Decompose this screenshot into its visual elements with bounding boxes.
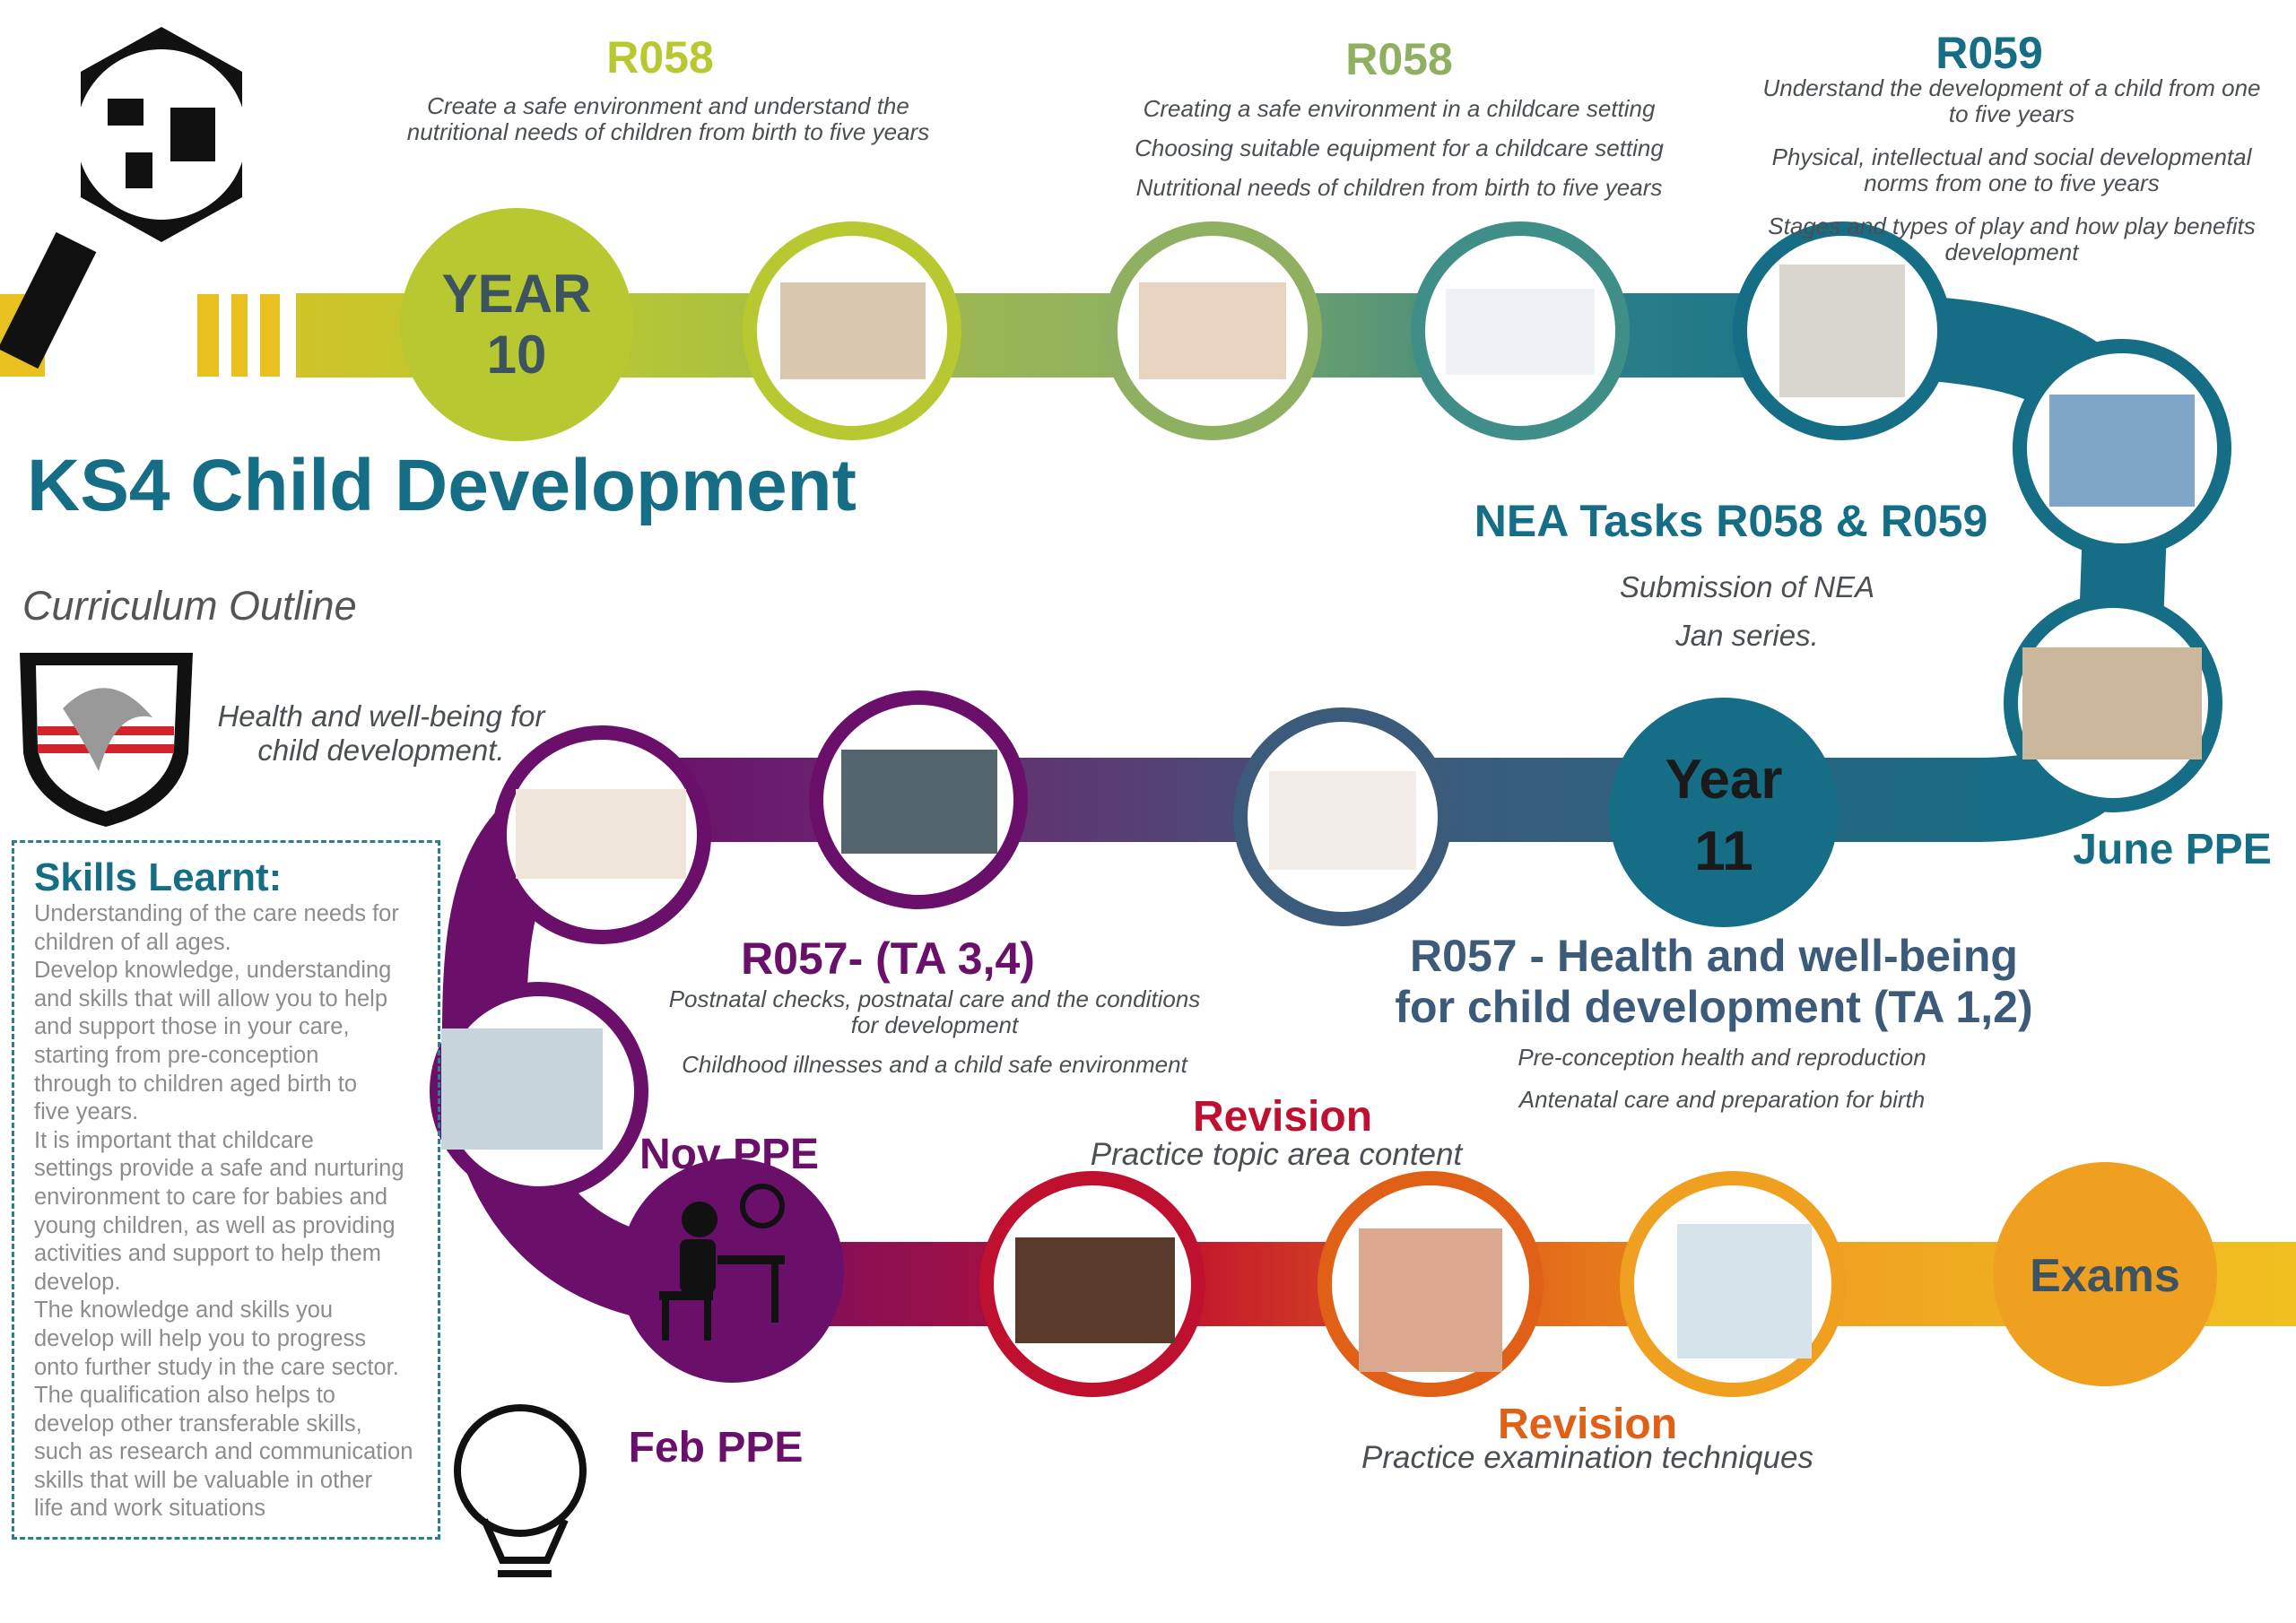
r057b-title: R057 - Health and well-being for child d… <box>1395 931 2032 1033</box>
year10-line1: YEAR <box>441 264 592 324</box>
exams-milestone <box>1993 1162 2217 1386</box>
photo-play-shop <box>1733 221 1952 440</box>
photo-child-eating <box>1103 221 1322 440</box>
desc-line: norms from one to five years <box>1864 169 2160 196</box>
nea-title: NEA Tasks R058 & R059 <box>1474 496 1988 546</box>
title-line: for child development (TA 1,2) <box>1395 982 2033 1032</box>
r058b-code: R058 <box>1345 34 1453 84</box>
skills-heading: Skills Learnt: <box>34 855 283 899</box>
student-desk-icon <box>659 1184 785 1341</box>
photo-pregnant-belly <box>1233 707 1452 926</box>
nov-ppe-label: Nov PPE <box>639 1131 820 1178</box>
year11-line2: 11 <box>1694 820 1753 882</box>
skills-body: Understanding of the care needs for chil… <box>34 901 413 1522</box>
feb-ppe-milestone <box>620 1159 844 1383</box>
desc-line: Childhood illnesses and a child safe env… <box>682 1051 1187 1078</box>
photo-pregnancy <box>979 1171 1205 1397</box>
school-shield-logo <box>20 653 193 827</box>
r059-code: R059 <box>1935 28 2043 78</box>
desc-line: Jan series. <box>1675 619 1819 652</box>
desc-line: to five years <box>1948 100 2075 127</box>
exams-label: Exams <box>2030 1250 2180 1302</box>
desc-line: Antenatal care and preparation for birth <box>1518 1086 1926 1113</box>
globe-magnifier-logo <box>0 27 247 369</box>
desc-line: Choosing suitable equipment for a childc… <box>1135 135 1664 161</box>
photo-children-playing <box>743 221 961 440</box>
year11-label: Year 11 <box>1665 752 1782 880</box>
r058a-code: R058 <box>606 32 714 82</box>
year10-milestone <box>400 208 633 441</box>
page-title: KS4 Child Development <box>27 445 857 526</box>
feb-ppe-label: Feb PPE <box>628 1424 804 1471</box>
desc-line: development <box>1944 239 2079 265</box>
desc-line: Physical, intellectual and social develo… <box>1771 143 2252 170</box>
r058b-desc: Creating a safe environment in a childca… <box>1135 89 1664 207</box>
lightbulb-puzzle-icon <box>454 1404 587 1577</box>
revision1-desc: Practice topic area content <box>1090 1137 1463 1172</box>
photo-fetus-diagram <box>1318 1171 1544 1397</box>
desc-line: for development <box>850 1011 1019 1038</box>
revision2-title: Revision <box>1497 1401 1678 1448</box>
photo-newborn-check <box>809 690 1028 909</box>
photo-babies <box>492 725 711 944</box>
desc-line: Create a safe environment and understand… <box>427 92 909 119</box>
photo-ultrasound <box>430 982 648 1201</box>
page-subtitle: Curriculum Outline <box>22 583 357 629</box>
r057b-desc: Pre-conception health and reproduction A… <box>1518 1037 1926 1121</box>
desc-line: Submission of NEA <box>1619 570 1875 603</box>
r057a-title: R057- (TA 3,4) <box>741 933 1035 984</box>
desc-line: Creating a safe environment in a childca… <box>1143 95 1656 122</box>
year10-line2: 10 <box>486 325 547 385</box>
year11-milestone <box>1609 698 1839 927</box>
r057a-desc: Postnatal checks, postnatal care and the… <box>669 986 1201 1078</box>
photo-development-stages <box>1411 221 1630 440</box>
desc-line: Pre-conception health and reproduction <box>1518 1044 1926 1071</box>
photo-revision-cards <box>1620 1171 1846 1397</box>
nea-desc: Submission of NEA Jan series. <box>1620 563 1874 660</box>
year11-line1: Year <box>1665 749 1783 811</box>
revision2-desc: Practice examination techniques <box>1361 1440 1813 1475</box>
r059-desc: Understand the development of a child fr… <box>1762 75 2260 265</box>
desc-line: Postnatal checks, postnatal care and the… <box>668 985 1201 1012</box>
revision1-title: Revision <box>1192 1093 1373 1141</box>
desc-line: Nutritional needs of children from birth… <box>1135 174 1663 201</box>
june-ppe-label: June PPE <box>2073 826 2272 873</box>
photo-circles <box>430 221 2231 1397</box>
desc-line: Understand the development of a child fr… <box>1762 74 2261 101</box>
desc-line: Stages and types of play and how play be… <box>1768 213 2256 239</box>
r058a-desc: Create a safe environment and understand… <box>407 93 929 145</box>
school-motto: Health and well-being for child developm… <box>217 699 545 767</box>
year10-label: YEAR 10 <box>442 267 592 382</box>
photo-silhouettes <box>2013 339 2231 558</box>
desc-line: nutritional needs of children from birth… <box>406 118 930 145</box>
photo-study-desk <box>2004 594 2222 812</box>
skills-learnt-box: Skills Learnt: Understanding of the care… <box>12 840 440 1540</box>
title-line: R057 - Health and well-being <box>1410 931 2018 981</box>
